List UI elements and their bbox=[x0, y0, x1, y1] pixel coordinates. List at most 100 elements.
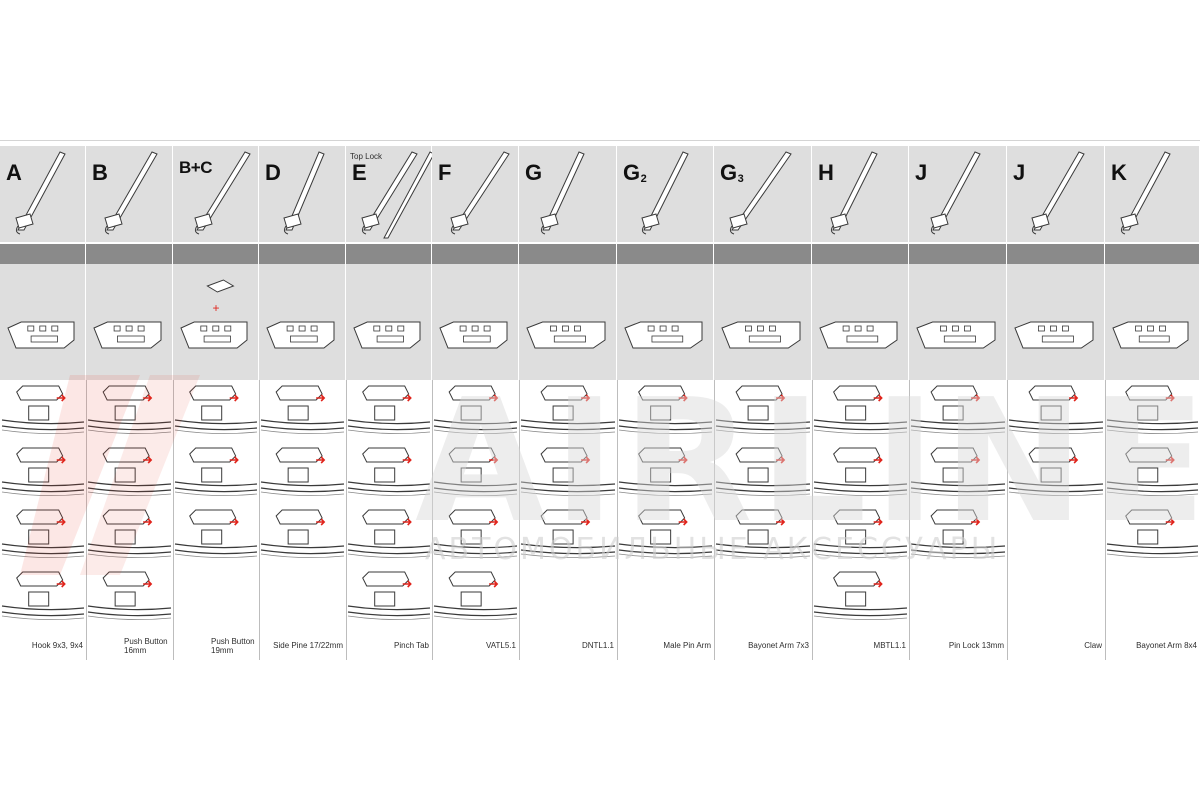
install-step-3 bbox=[433, 509, 518, 558]
column-divider bbox=[1105, 380, 1106, 660]
installation-steps bbox=[715, 385, 811, 558]
wiper-arm-drawing bbox=[450, 151, 510, 235]
adapter-letter: G bbox=[720, 160, 737, 185]
arm-panel bbox=[812, 146, 908, 242]
column-divider bbox=[346, 380, 347, 660]
wiper-arm-drawing bbox=[361, 151, 432, 239]
install-step-2 bbox=[433, 447, 518, 496]
svg-text:+: + bbox=[212, 301, 219, 315]
separator-band bbox=[432, 244, 518, 264]
adapter-code: E bbox=[352, 160, 367, 186]
adapter-code: F bbox=[438, 160, 451, 186]
adapter-letter: D bbox=[265, 160, 281, 185]
adapter-code: D bbox=[265, 160, 281, 186]
adapter-drawing bbox=[439, 321, 508, 349]
adapter-drawing bbox=[1112, 321, 1189, 349]
install-step-2 bbox=[87, 447, 172, 496]
adapter-letter: G bbox=[525, 160, 542, 185]
column-divider bbox=[714, 380, 715, 660]
separator-band bbox=[519, 244, 616, 264]
installation-steps bbox=[347, 385, 431, 620]
install-step-1 bbox=[715, 385, 811, 434]
separator-band bbox=[0, 244, 85, 264]
installation-steps bbox=[813, 385, 908, 620]
install-step-1 bbox=[1, 385, 85, 434]
install-step-2 bbox=[260, 447, 345, 496]
install-step-3 bbox=[174, 509, 258, 558]
installation-steps bbox=[1106, 385, 1199, 558]
adapter-drawing bbox=[624, 321, 703, 349]
adapter-code: J bbox=[1013, 160, 1025, 186]
arm-type-label: Push Button 16mm bbox=[124, 637, 168, 655]
separator-band bbox=[617, 244, 713, 264]
install-step-4 bbox=[433, 571, 518, 620]
column-8: Male Pin Arm G2 bbox=[617, 146, 714, 660]
install-step-3 bbox=[520, 509, 616, 558]
arm-type-label: Claw bbox=[1084, 641, 1102, 650]
install-step-1 bbox=[347, 385, 431, 434]
install-step-1 bbox=[910, 385, 1006, 434]
installation-steps bbox=[1008, 385, 1104, 496]
install-step-4 bbox=[813, 571, 908, 620]
separator-band bbox=[259, 244, 345, 264]
install-step-3 bbox=[347, 509, 431, 558]
install-step-1 bbox=[813, 385, 908, 434]
adapter-letter: A bbox=[6, 160, 22, 185]
install-step-3 bbox=[910, 509, 1006, 558]
adapter-code: J bbox=[915, 160, 927, 186]
top-lock-note: Top Lock bbox=[350, 152, 383, 161]
adapter-letter: G bbox=[623, 160, 640, 185]
adapter-letter: J bbox=[1013, 160, 1025, 185]
install-step-2 bbox=[1, 447, 85, 496]
install-step-3 bbox=[1106, 509, 1199, 558]
wiper-arm-drawing bbox=[15, 151, 66, 235]
install-step-1 bbox=[520, 385, 616, 434]
arm-type-label: Bayonet Arm 7x3 bbox=[748, 641, 809, 650]
separator-band bbox=[1105, 244, 1199, 264]
arm-panel bbox=[519, 146, 616, 242]
adapter-drawing bbox=[916, 321, 996, 349]
install-step-1 bbox=[1008, 385, 1104, 434]
install-step-3 bbox=[87, 509, 172, 558]
arm-type-label: Male Pin Arm bbox=[663, 641, 711, 650]
top-rule bbox=[0, 140, 1200, 141]
install-step-2 bbox=[813, 447, 908, 496]
adapter-drawing bbox=[93, 321, 162, 349]
installation-steps bbox=[174, 385, 258, 558]
column-divider bbox=[519, 380, 520, 660]
installation-steps bbox=[1, 385, 85, 620]
install-step-3 bbox=[618, 509, 713, 558]
install-step-2 bbox=[618, 447, 713, 496]
adapter-drawing bbox=[353, 321, 421, 349]
adapter-code: G bbox=[525, 160, 542, 186]
arm-type-label: Push Button 19mm bbox=[211, 637, 255, 655]
install-step-2 bbox=[1106, 447, 1199, 496]
adapter-code: K bbox=[1111, 160, 1127, 186]
arm-panel bbox=[1105, 146, 1199, 242]
wiper-arm-drawing bbox=[830, 151, 878, 235]
separator-band bbox=[812, 244, 908, 264]
install-step-2 bbox=[520, 447, 616, 496]
column-divider bbox=[812, 380, 813, 660]
arm-type-label: Pinch Tab bbox=[394, 641, 429, 650]
install-step-3 bbox=[715, 509, 811, 558]
adapter-code: G2 bbox=[623, 160, 647, 186]
separator-band bbox=[1007, 244, 1104, 264]
adapter-code: B+C bbox=[179, 158, 212, 178]
install-step-2 bbox=[1008, 447, 1104, 496]
install-step-4 bbox=[87, 571, 172, 620]
adapter-letter: F bbox=[438, 160, 451, 185]
wiper-arm-drawing bbox=[1120, 151, 1171, 235]
separator-band bbox=[714, 244, 811, 264]
installation-steps bbox=[433, 385, 518, 620]
install-step-2 bbox=[174, 447, 258, 496]
separator-band bbox=[173, 244, 258, 264]
